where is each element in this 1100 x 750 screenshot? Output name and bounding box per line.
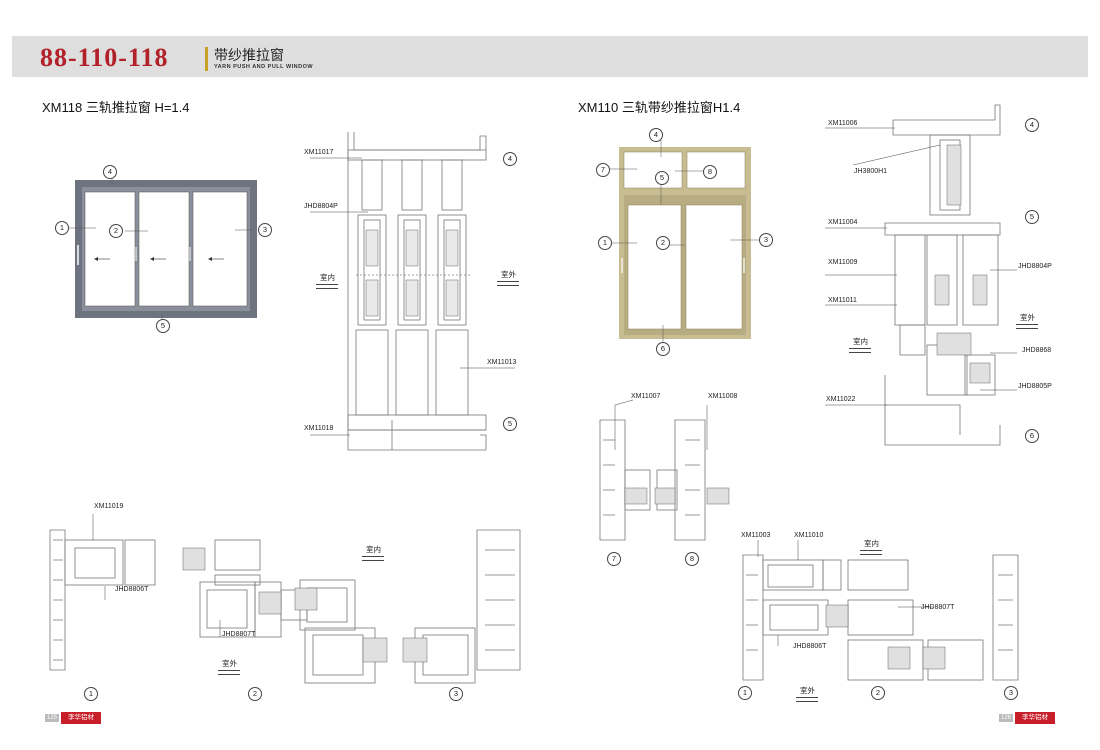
left-vertical-section bbox=[310, 132, 515, 451]
label-jhd8806t-left: JHD8806T bbox=[115, 586, 149, 593]
right-indoor-underline bbox=[849, 348, 871, 353]
header-title-en: YARN PUSH AND PULL WINDOW bbox=[214, 64, 314, 70]
right-transom-details bbox=[599, 399, 730, 541]
header-band bbox=[12, 36, 1088, 77]
label-horiz-outdoor: 室外 bbox=[222, 659, 237, 668]
right-elev-callout-1: 1 bbox=[598, 236, 612, 250]
label-xm11003: XM11003 bbox=[741, 532, 771, 539]
label-xm11017: XM11017 bbox=[304, 149, 334, 156]
horiz-outdoor-underline bbox=[218, 670, 240, 675]
brand-logo-right: 李华铝材 bbox=[1015, 712, 1055, 724]
right-horiz-callout-1: 1 bbox=[738, 686, 752, 700]
label-right-outdoor: 室外 bbox=[1020, 313, 1035, 322]
header-divider bbox=[205, 47, 208, 71]
left-elev-callout-3: 3 bbox=[258, 223, 272, 237]
left-section-callout-4: 4 bbox=[503, 152, 517, 166]
label-indoor: 室内 bbox=[320, 273, 335, 282]
right-section-title: XM110 三轨带纱推拉窗H1.4 bbox=[578, 100, 741, 115]
right-transom-callout-8: 8 bbox=[685, 552, 699, 566]
right-elev-callout-3: 3 bbox=[759, 233, 773, 247]
label-xm11009: XM11009 bbox=[828, 259, 858, 266]
left-horizontal-section bbox=[49, 514, 521, 684]
indoor-underline bbox=[316, 284, 338, 289]
right-horiz-callout-2: 2 bbox=[871, 686, 885, 700]
right-elev-callout-5: 5 bbox=[655, 171, 669, 185]
brand-logo-left: 李华铝材 bbox=[61, 712, 101, 724]
left-elev-callout-1: 1 bbox=[55, 221, 69, 235]
header-title-cn: 带纱推拉窗 bbox=[214, 49, 284, 64]
left-section-title: XM118 三轨推拉窗 H=1.4 bbox=[42, 100, 190, 115]
label-xm11013: XM11013 bbox=[487, 359, 517, 366]
left-elev-callout-2: 2 bbox=[109, 224, 123, 238]
label-jhd8868: JHD8868 bbox=[1022, 347, 1052, 354]
page-number-right: 126 bbox=[999, 714, 1013, 722]
label-right-horiz-indoor: 室内 bbox=[864, 539, 879, 548]
label-xm11019: XM11019 bbox=[94, 503, 124, 510]
left-horiz-callout-1: 1 bbox=[84, 687, 98, 701]
horiz-indoor-underline bbox=[362, 556, 384, 561]
label-xm11004: XM11004 bbox=[828, 219, 858, 226]
right-section-callout-5: 5 bbox=[1025, 210, 1039, 224]
right-section-callout-6: 6 bbox=[1025, 429, 1039, 443]
label-jhd8807t-left: JHD8807T bbox=[222, 631, 256, 638]
right-elev-callout-4: 4 bbox=[649, 128, 663, 142]
series-title: 88-110-118 bbox=[40, 43, 169, 72]
label-xm11006: XM11006 bbox=[828, 120, 858, 127]
label-jhd8805p: JHD8805P bbox=[1018, 383, 1052, 390]
label-xm11010: XM11010 bbox=[794, 532, 824, 539]
right-window-elevation bbox=[607, 140, 763, 343]
label-jhd8806t-right: JHD8806T bbox=[793, 643, 827, 650]
outdoor-underline bbox=[497, 281, 519, 286]
label-xm11018: XM11018 bbox=[304, 425, 334, 432]
right-horiz-callout-3: 3 bbox=[1004, 686, 1018, 700]
right-transom-callout-7: 7 bbox=[607, 552, 621, 566]
left-section-callout-5: 5 bbox=[503, 417, 517, 431]
right-elev-callout-2: 2 bbox=[656, 236, 670, 250]
right-section-callout-4: 4 bbox=[1025, 118, 1039, 132]
label-outdoor: 室外 bbox=[501, 270, 516, 279]
label-jhd8804p: JHD8804P bbox=[304, 203, 338, 210]
label-xm11007: XM11007 bbox=[631, 393, 661, 400]
left-elev-callout-4: 4 bbox=[103, 165, 117, 179]
right-horiz-outdoor-underline bbox=[796, 697, 818, 702]
right-horiz-indoor-underline bbox=[860, 550, 882, 555]
page-number-left: 125 bbox=[45, 714, 59, 722]
right-vertical-section bbox=[825, 104, 1017, 446]
label-horiz-indoor: 室内 bbox=[366, 545, 381, 554]
label-right-horiz-outdoor: 室外 bbox=[800, 686, 815, 695]
right-outdoor-underline bbox=[1016, 324, 1038, 329]
label-right-indoor: 室内 bbox=[853, 337, 868, 346]
label-jh3800h1: JH3800H1 bbox=[854, 168, 888, 175]
right-elev-callout-6: 6 bbox=[656, 342, 670, 356]
left-horiz-callout-3: 3 bbox=[449, 687, 463, 701]
left-horiz-callout-2: 2 bbox=[248, 687, 262, 701]
right-elev-callout-8: 8 bbox=[703, 165, 717, 179]
label-jhd8807t-right: JHD8807T bbox=[921, 604, 955, 611]
left-elev-callout-5: 5 bbox=[156, 319, 170, 333]
label-jhd8804p-right: JHD8804P bbox=[1018, 263, 1052, 270]
right-horizontal-section bbox=[742, 540, 1019, 681]
right-elev-callout-7: 7 bbox=[596, 163, 610, 177]
label-xm11008: XM11008 bbox=[708, 393, 738, 400]
left-window-elevation bbox=[68, 175, 257, 322]
label-xm11022: XM11022 bbox=[826, 396, 856, 403]
label-xm11011: XM11011 bbox=[828, 297, 857, 304]
